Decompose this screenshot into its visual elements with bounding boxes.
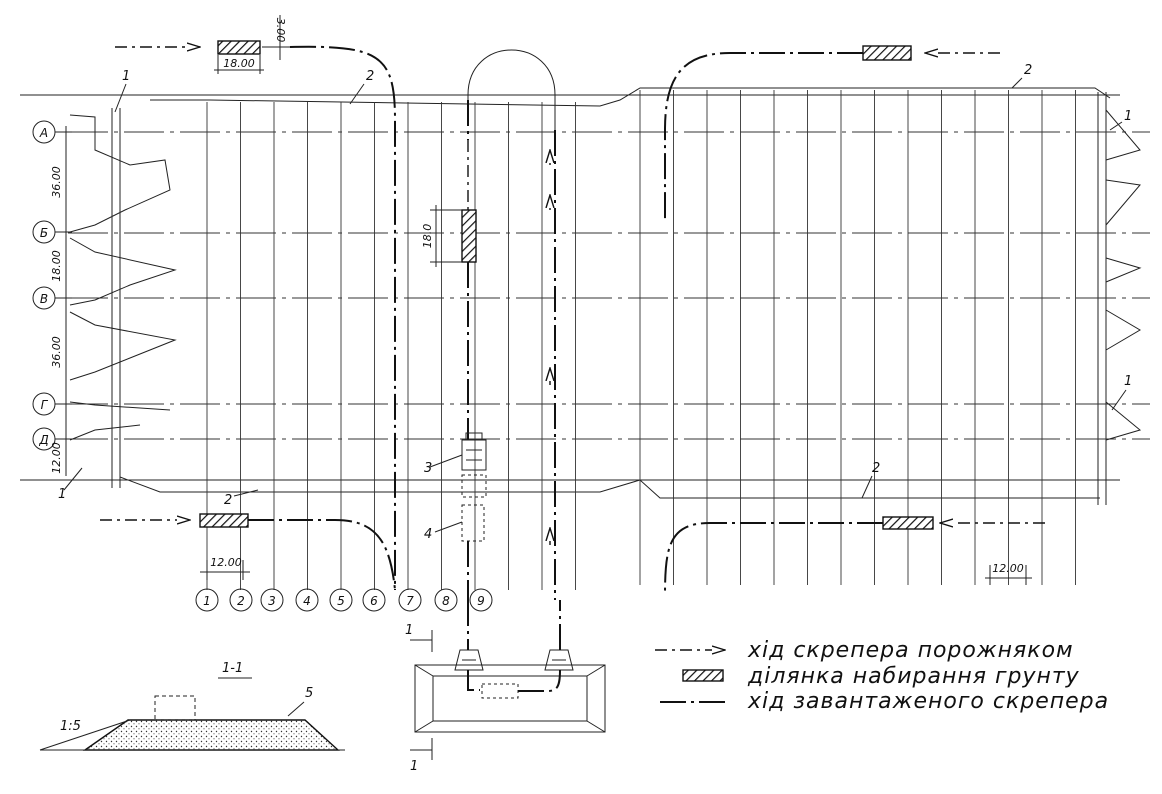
loading-area-top-left: 18.00 3.00 [115, 15, 396, 590]
section-mark-top: 1 [405, 623, 413, 638]
axis-number-label: 3 [268, 594, 276, 608]
loading-area-top-right [664, 45, 1000, 220]
callout-numbers: 1 1 1 1 2 2 2 2 3 4 [58, 63, 1132, 542]
section-mark-bottom: 1 [410, 759, 418, 774]
dim-vg: 36.00 [50, 336, 63, 368]
svg-text:А: А [39, 126, 48, 140]
callout-2-top-left: 2 [366, 69, 374, 84]
axis-marker-3: 3 [260, 588, 284, 612]
left-tapered-bays [69, 114, 177, 441]
legend-loading-area: ділянка набирання грунту [682, 664, 1080, 689]
loading-area-bottom-left [100, 513, 396, 591]
legend-empty-run: хід скрепера порожняком [655, 638, 1074, 663]
embankment-plan [20, 87, 1120, 505]
axis-marker-4: 4 [295, 588, 319, 612]
right-tapered-bays [1105, 109, 1142, 441]
loading-area-center: 18.0 [421, 205, 477, 440]
svg-text:Б: Б [40, 226, 48, 240]
section-title: 1-1 [222, 661, 243, 676]
dim-top-gap: 3.00 [274, 18, 287, 43]
dim-mid: 18.0 [421, 224, 434, 249]
legend-loaded-run: хід завантаженого скрепера [660, 689, 1109, 714]
callout-2-bottom-left: 2 [224, 493, 232, 508]
dim-step-right: 12.00 [992, 562, 1024, 575]
legend-empty-run-label: хід скрепера порожняком [747, 638, 1074, 663]
scraper-4 [434, 504, 485, 600]
svg-text:В: В [40, 292, 48, 306]
section-1-1: 1-1 1:5 5 [39, 661, 345, 751]
callout-1-mid-right: 1 [1124, 374, 1132, 389]
svg-text:Д: Д [38, 433, 48, 447]
axis-marker-2: 2 [229, 588, 253, 612]
center-loaded-run [550, 130, 556, 600]
callout-3: 3 [424, 461, 432, 476]
axis-marker-9: 9 [469, 588, 493, 612]
section-slope: 1:5 [60, 719, 81, 734]
callout-2-bottom-right: 2 [872, 461, 880, 476]
axis-number-label: 2 [237, 594, 245, 608]
longitudinal-axis-lines [68, 131, 1150, 440]
left-dimension-chain: 36.00 18.00 36.00 12.00 [50, 126, 72, 476]
dim-gd: 12.00 [50, 442, 63, 474]
axis-marker-8: 8 [434, 588, 458, 612]
svg-text:Г: Г [41, 398, 49, 412]
dim-top-width: 18.00 [223, 57, 255, 70]
legend: хід скрепера порожняком ділянка набиранн… [655, 638, 1109, 714]
callout-1-top-left: 1 [122, 69, 130, 84]
bottom-dimension-right: 12.00 [985, 562, 1032, 585]
number-axis-markers: 1 2 3 4 5 6 7 8 9 [195, 588, 493, 612]
bottom-dimension-left: 12.00 [200, 556, 250, 580]
axis-number-label: 5 [337, 594, 345, 608]
borrow-pit: 1 1 [405, 600, 606, 774]
axis-marker-5: 5 [329, 588, 353, 612]
dim-ab: 36.00 [50, 166, 63, 198]
callout-4: 4 [424, 527, 432, 542]
axis-marker-1: 1 [195, 588, 219, 612]
dim-step-left: 12.00 [210, 556, 242, 569]
scraper-3 [429, 432, 487, 498]
axis-number-label: 1 [203, 594, 211, 608]
axis-marker-7: 7 [398, 588, 422, 612]
callout-1-top-right: 1 [1124, 109, 1132, 124]
top-return-loop [467, 49, 556, 210]
dim-bv: 18.00 [50, 250, 63, 282]
transverse-strip-lines [206, 90, 1076, 590]
axis-number-label: 7 [406, 594, 414, 608]
axis-marker-6: 6 [362, 588, 386, 612]
legend-loaded-run-label: хід завантаженого скрепера [747, 689, 1109, 714]
callout-5: 5 [305, 686, 313, 701]
axis-number-label: 4 [303, 594, 311, 608]
legend-loading-area-label: ділянка набирання грунту [747, 664, 1080, 689]
callout-2-top-right: 2 [1024, 63, 1032, 78]
axis-number-label: 6 [370, 594, 378, 608]
axis-number-label: 9 [477, 594, 485, 608]
loading-area-bottom-right [664, 516, 1045, 596]
axis-number-label: 8 [442, 594, 450, 608]
callout-1-bottom-left: 1 [58, 487, 66, 502]
